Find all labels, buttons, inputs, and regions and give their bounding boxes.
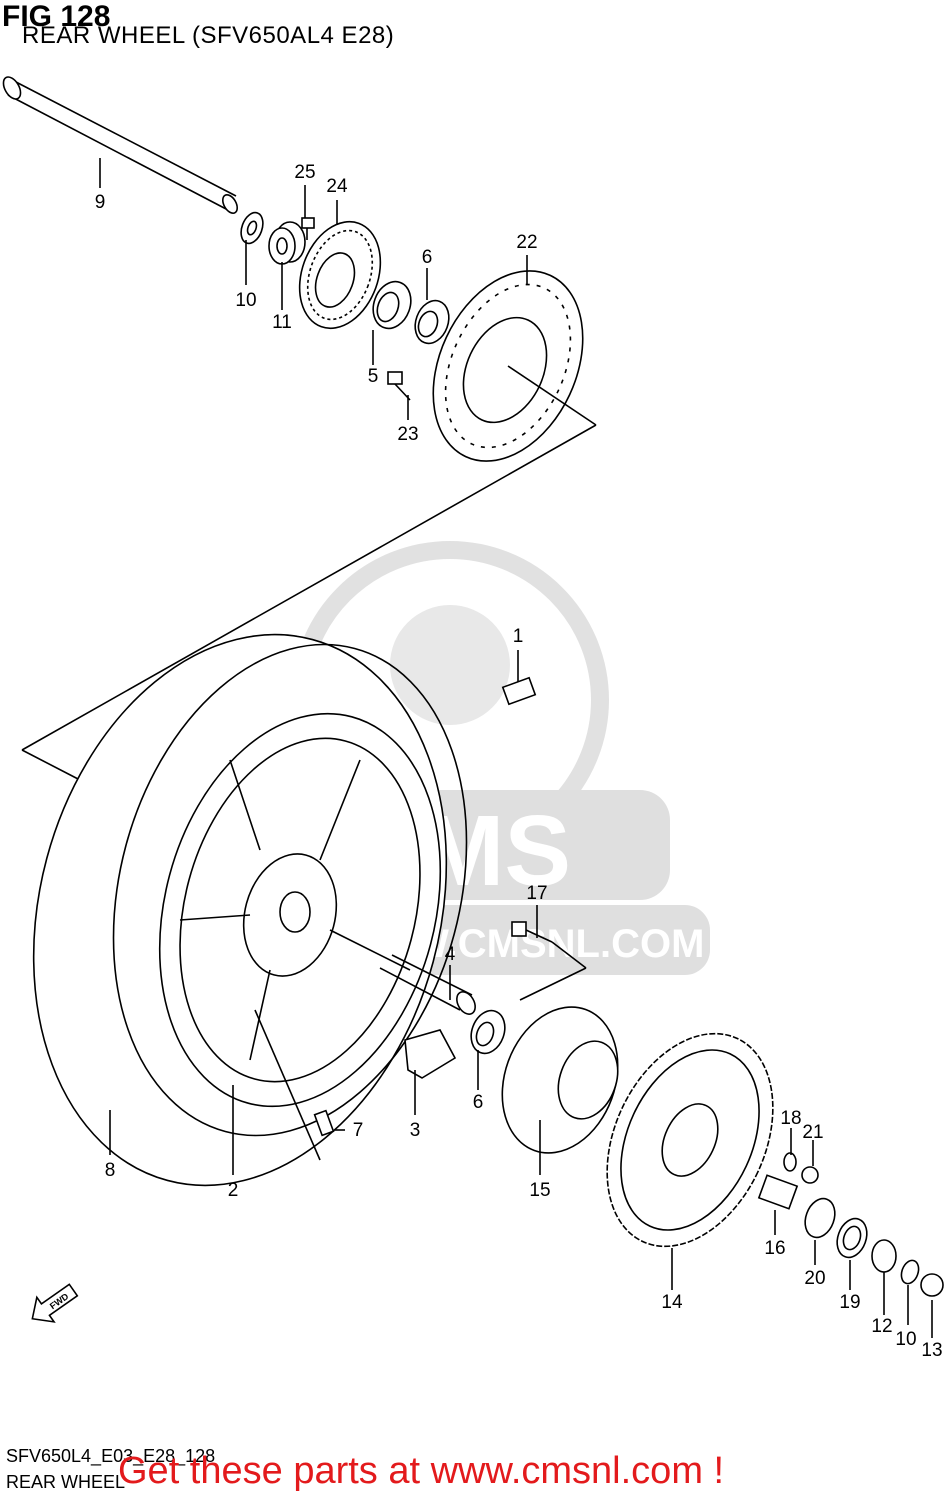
part-sprocket-14	[606, 1032, 774, 1248]
part-sensor-ring-24	[298, 220, 382, 330]
part-washer-10b	[900, 1259, 920, 1285]
part-bearing-6-bottom	[470, 1009, 506, 1055]
figure-subtitle: REAR WHEEL (SFV650AL4 E28)	[22, 22, 395, 49]
callout-15: 15	[529, 1180, 550, 1201]
part-bolt-17	[511, 921, 553, 943]
callout-5: 5	[368, 366, 379, 387]
callout-22: 22	[516, 232, 537, 253]
part-nut-13	[920, 1273, 944, 1297]
leader-box-top	[21, 424, 597, 751]
leader-box-corner	[21, 749, 81, 781]
diagram-code: SFV650L4_E03_E28_128	[6, 1446, 216, 1466]
callout-10-top: 10	[235, 290, 256, 311]
part-seal-5	[372, 280, 412, 330]
part-axle	[2, 76, 239, 214]
callout-14: 14	[661, 1292, 683, 1313]
part-damper-3	[404, 1029, 457, 1079]
part-collar-12	[871, 1239, 897, 1273]
part-weight-1	[501, 676, 537, 706]
fwd-arrow-icon: FWD	[31, 1283, 79, 1323]
callout-6-top: 6	[422, 247, 433, 268]
figure-title: FIG 128	[2, 0, 111, 33]
callout-13: 13	[921, 1340, 942, 1361]
callout-8: 8	[105, 1160, 116, 1181]
callout-18: 18	[780, 1108, 801, 1129]
callout-9: 9	[95, 192, 106, 213]
callout-labels: 1 2 3 4 5 6 6 7 8 9 10 10 11 12 13 14 15…	[95, 162, 943, 1361]
callout-16: 16	[764, 1238, 785, 1259]
part-collar-11	[268, 221, 306, 265]
get-parts-link[interactable]: Get these parts at www.cmsnl.com !	[118, 1450, 725, 1492]
part-collar-16	[757, 1174, 799, 1210]
part-valve-7	[313, 1109, 335, 1137]
callout-7: 7	[353, 1120, 364, 1141]
callout-20: 20	[804, 1268, 825, 1289]
callout-12: 12	[871, 1316, 892, 1337]
callout-17: 17	[526, 883, 547, 904]
leader-lines	[99, 158, 933, 1338]
part-sprocket-mount-15	[501, 1006, 619, 1154]
callout-25: 25	[294, 162, 315, 183]
callout-2: 2	[228, 1180, 239, 1201]
part-seal-19	[836, 1217, 868, 1259]
part-spacer-4	[379, 954, 476, 1015]
diagram-name: REAR WHEEL	[6, 1472, 126, 1492]
callout-1: 1	[513, 626, 524, 647]
callout-6-bottom: 6	[473, 1092, 484, 1113]
part-bolt-23	[387, 371, 411, 401]
callout-4: 4	[445, 944, 456, 965]
callout-3: 3	[410, 1120, 421, 1141]
callout-19: 19	[839, 1292, 860, 1313]
callout-21: 21	[802, 1122, 823, 1143]
part-washer-18	[783, 1152, 797, 1172]
callout-10-bottom: 10	[895, 1329, 916, 1350]
callout-23: 23	[397, 424, 418, 445]
part-bearing-6-top	[414, 299, 450, 345]
callout-11: 11	[272, 312, 292, 333]
part-washer-10	[240, 211, 264, 245]
callout-24: 24	[326, 176, 348, 197]
part-bearing-20	[804, 1197, 836, 1239]
part-screw-25	[301, 217, 315, 240]
part-nut-21	[801, 1166, 819, 1184]
part-wheel-2	[158, 712, 442, 1108]
